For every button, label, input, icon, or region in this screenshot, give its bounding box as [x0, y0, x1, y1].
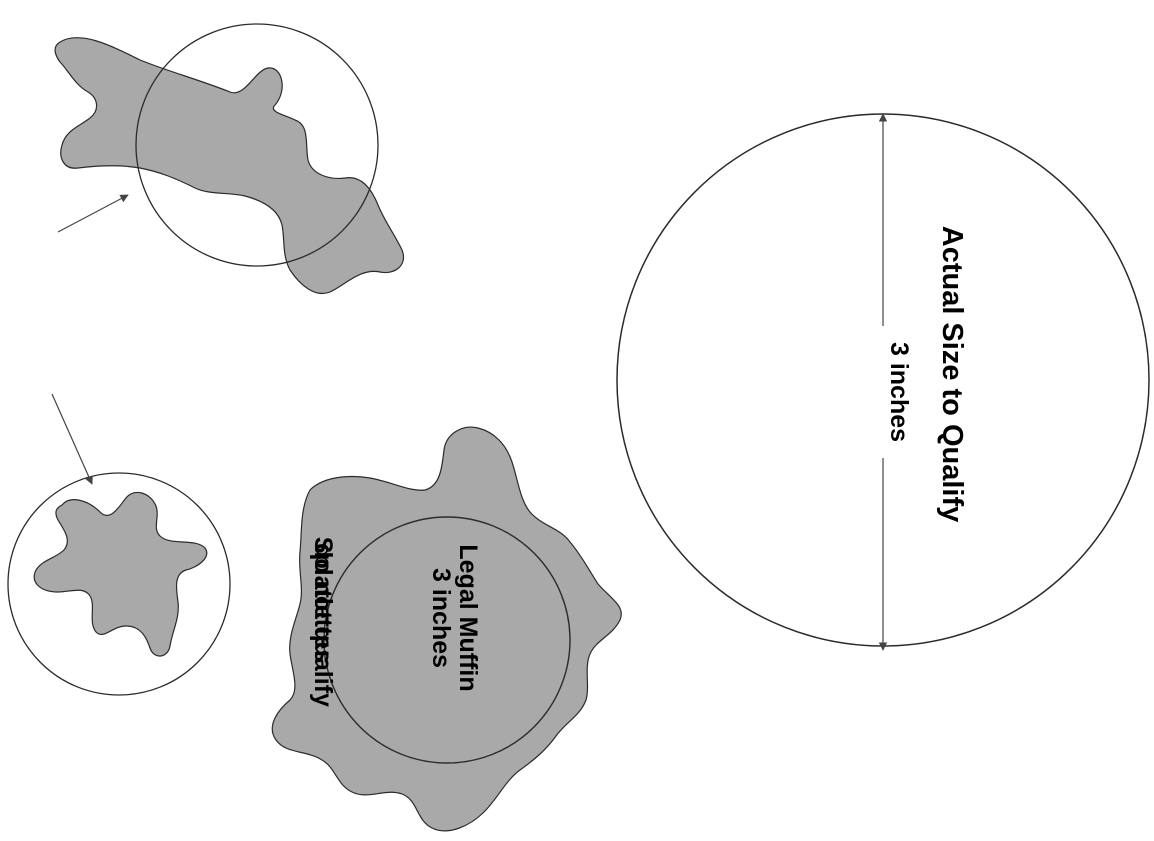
splatlette-bottom-shape — [34, 492, 206, 656]
splatlette-arrow-top — [58, 195, 128, 232]
legal-muffin-label-line2: 3 inches — [427, 568, 455, 668]
legal-muffin-label-line1: Legal Muffin — [454, 544, 482, 691]
actual-size-label: Actual Size to Qualify — [936, 226, 968, 523]
dimension-label: 3 inches — [885, 342, 913, 442]
splatlette-arrow-bottom — [52, 394, 92, 484]
splatlette-top-shape — [55, 38, 403, 294]
splatlettes-label-line2: do not qualify — [309, 543, 337, 707]
